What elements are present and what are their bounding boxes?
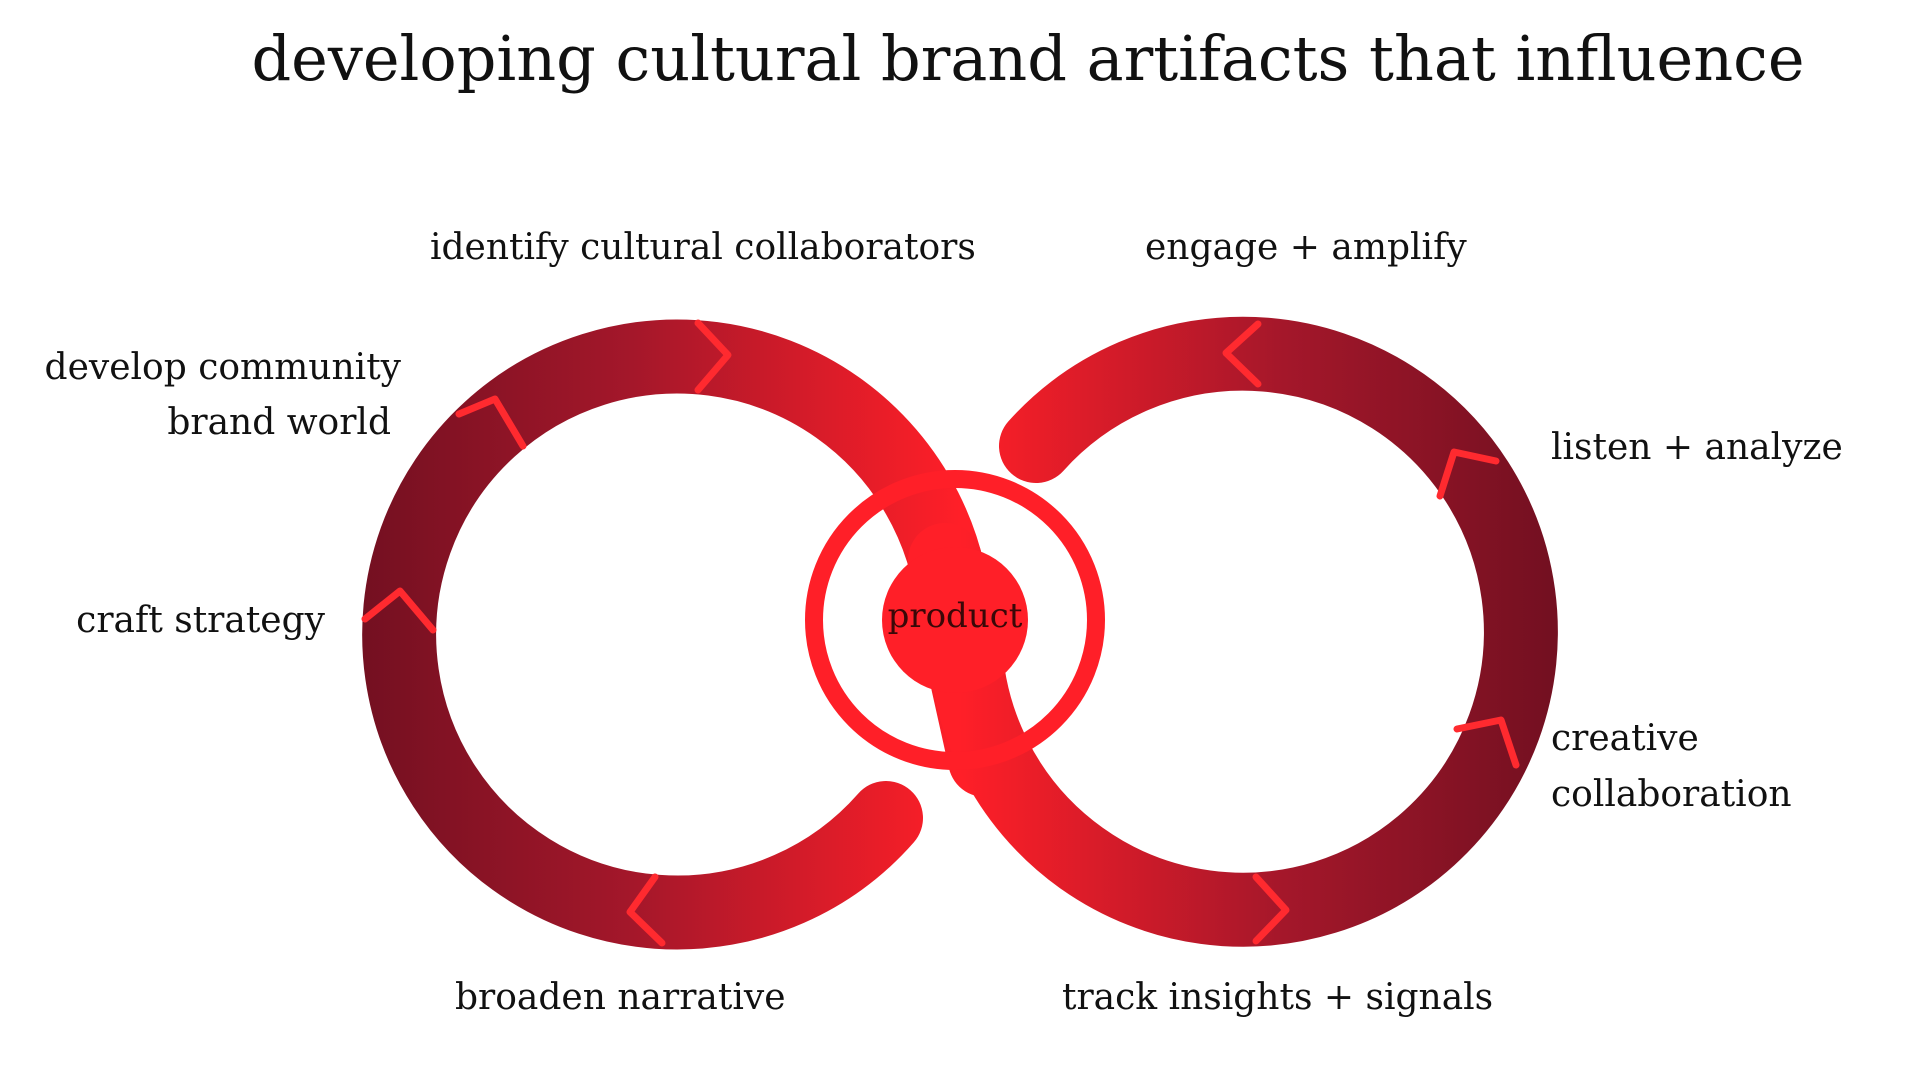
chevron-icon (455, 395, 527, 450)
left-loop (362, 319, 1022, 950)
label-broaden-narrative: broaden narrative (455, 977, 786, 1018)
outer-ring (805, 470, 1105, 770)
label-engage-amplify: engage + amplify (1145, 227, 1467, 268)
label-identify-cultural-collaborators: identify cultural collaborators (430, 227, 976, 268)
chevron-icon (1252, 873, 1290, 945)
label-develop-community: develop community (44, 347, 401, 388)
product-label: product (887, 596, 1023, 636)
label-track-insights-signals: track insights + signals (1062, 977, 1494, 1018)
page-title: developing cultural brand artifacts that… (251, 22, 1805, 95)
product-circle (882, 547, 1028, 693)
chevron-icon (361, 587, 437, 634)
product-target (805, 470, 1105, 770)
label-collaboration: collaboration (1551, 774, 1792, 815)
label-listen-analyze: listen + analyze (1551, 427, 1843, 468)
chevron-icon (694, 319, 732, 394)
chevron-icon (626, 873, 666, 947)
chevron-icon (1222, 320, 1262, 388)
chevron-icon (1453, 716, 1520, 769)
chevron-icon (1436, 448, 1500, 500)
right-loop (908, 316, 1558, 947)
label-brand-world: brand world (167, 402, 391, 443)
label-creative: creative (1551, 718, 1699, 759)
label-craft-strategy: craft strategy (76, 600, 325, 641)
